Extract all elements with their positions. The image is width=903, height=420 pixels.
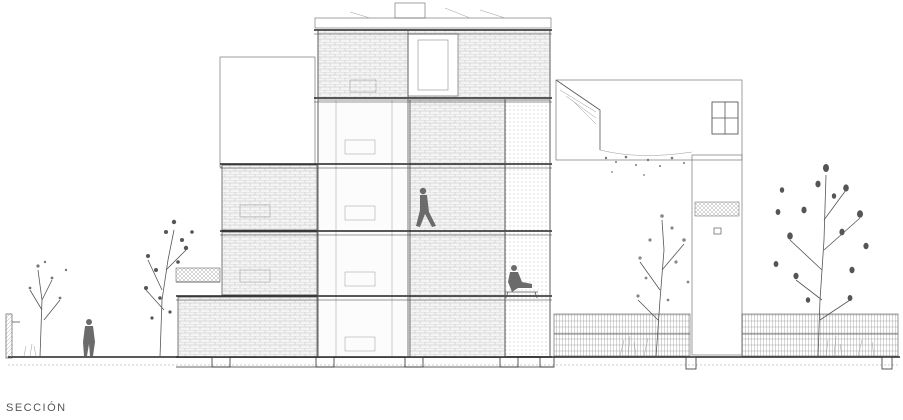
person-figure-seated [505, 265, 538, 299]
hanging-plants [599, 149, 693, 176]
person-figure-standing [83, 319, 95, 356]
back-building-left [219, 56, 316, 168]
garden-fence [553, 313, 899, 370]
tree-center-right [636, 214, 690, 358]
person-figure-walking [416, 187, 436, 227]
drawing-caption: SECCIÓN [6, 402, 67, 414]
main-building-section [175, 2, 555, 368]
ground-line [8, 356, 900, 366]
back-building-right [555, 79, 743, 356]
tree-left-medium [144, 219, 194, 358]
left-boundary-wall [5, 313, 20, 359]
tree-left-small [28, 260, 68, 358]
ground-shrubs [23, 335, 875, 357]
tree-right-large [773, 164, 869, 358]
